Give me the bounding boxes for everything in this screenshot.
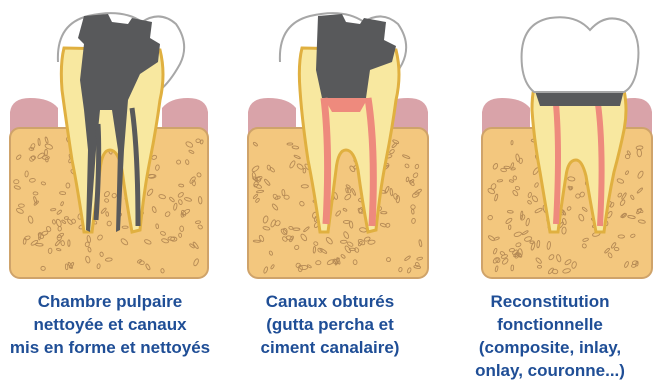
caption-filled: Canaux obturés (gutta percha et ciment c… — [220, 290, 440, 359]
caption-line: fonctionnelle — [440, 313, 660, 336]
caption-line: (composite, inlay, — [440, 336, 660, 359]
cleaned-canal — [96, 124, 99, 220]
panel-filled: Canaux obturés (gutta percha et ciment c… — [220, 0, 440, 378]
panel-restored: Reconstitution fonctionnelle (composite,… — [440, 0, 660, 378]
tooth-illustration-cleaned — [0, 0, 220, 290]
tooth-illustration-restored — [440, 0, 660, 290]
crown — [522, 17, 639, 92]
caption-line: nettoyée et canaux — [0, 313, 220, 336]
caption-line: Reconstitution — [440, 290, 660, 313]
obturated-canal — [556, 104, 558, 224]
tooth-illustration-filled — [220, 0, 440, 290]
caption-restored: Reconstitution fonctionnelle (composite,… — [440, 290, 660, 382]
caption-line: mis en forme et nettoyés — [0, 336, 220, 359]
panel-cleaned: Chambre pulpaire nettoyée et canaux mis … — [0, 0, 220, 378]
caption-line: onlay, couronne...) — [440, 359, 660, 382]
caption-line: Canaux obturés — [220, 290, 440, 313]
caption-cleaned: Chambre pulpaire nettoyée et canaux mis … — [0, 290, 220, 359]
caption-line: (gutta percha et — [220, 313, 440, 336]
caption-line: ciment canalaire) — [220, 336, 440, 359]
obturated-canal — [324, 98, 328, 224]
caption-line: Chambre pulpaire — [0, 290, 220, 313]
